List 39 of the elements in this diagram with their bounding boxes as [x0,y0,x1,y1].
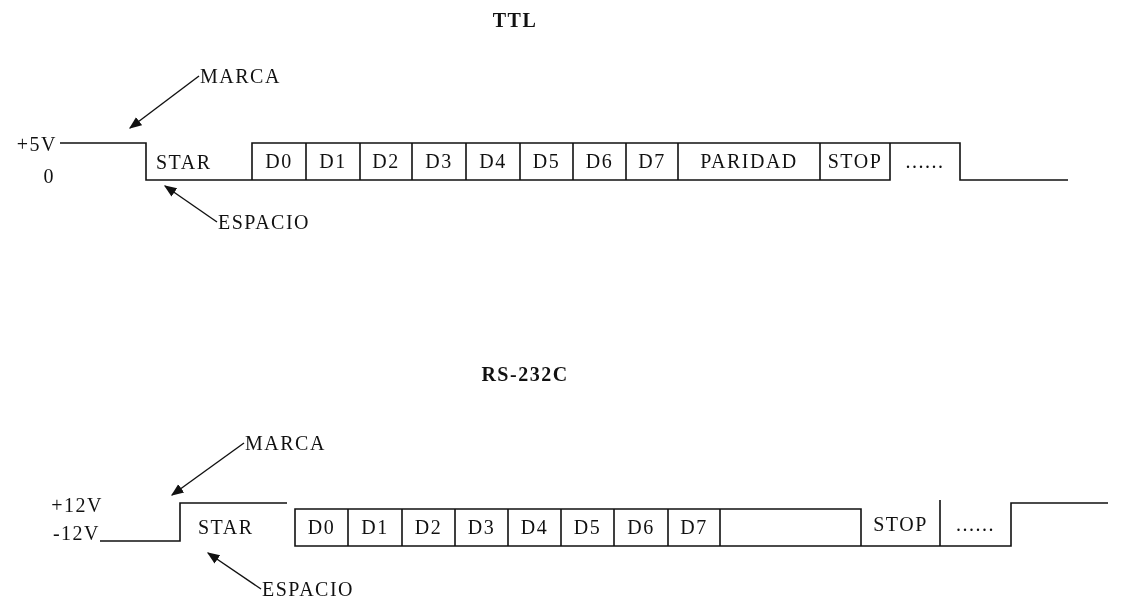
voltage-label: +12V [50,493,103,517]
bit-label: D7 [679,515,709,539]
bit-label: D5 [531,149,562,173]
bit-label: D3 [424,149,454,173]
waveform-drawing [59,142,1069,181]
waveform-drawing [99,499,1109,547]
signal-title: TTL [491,8,539,32]
bit-label: D0 [306,515,337,539]
bit-label: D5 [572,515,603,539]
callout-label: ESPACIO [218,210,310,234]
bit-label: D4 [519,515,550,539]
bit-label: D4 [478,149,508,173]
bit-label: D7 [637,149,667,173]
bit-label: D2 [371,149,401,173]
voltage-label: +5V [15,132,57,156]
continuation-dots: ...... [955,512,996,536]
bit-label: STAR [156,150,213,174]
voltage-label: 0 [42,164,55,188]
leader-line [206,552,262,590]
bit-label: PARIDAD [699,149,799,173]
bit-label: D1 [360,515,390,539]
bit-label: D0 [264,149,294,173]
bit-label: D6 [626,515,656,539]
signal-title: RS-232C [480,362,570,386]
callout-label: ESPACIO [262,577,354,601]
bit-label: STAR [198,515,255,539]
voltage-label: -12V [51,521,100,545]
bit-label: D6 [584,149,615,173]
bit-label: D3 [466,515,497,539]
leader-line [129,75,200,129]
bit-label: STOP [826,149,884,173]
bit-label: D1 [318,149,348,173]
callout-label: MARCA [200,64,281,88]
leader-line [171,442,245,496]
bit-label: D2 [413,515,444,539]
callout-label: MARCA [245,431,326,455]
continuation-dots: ...... [904,149,946,173]
bit-label: STOP [872,512,929,536]
leader-line [163,185,218,223]
